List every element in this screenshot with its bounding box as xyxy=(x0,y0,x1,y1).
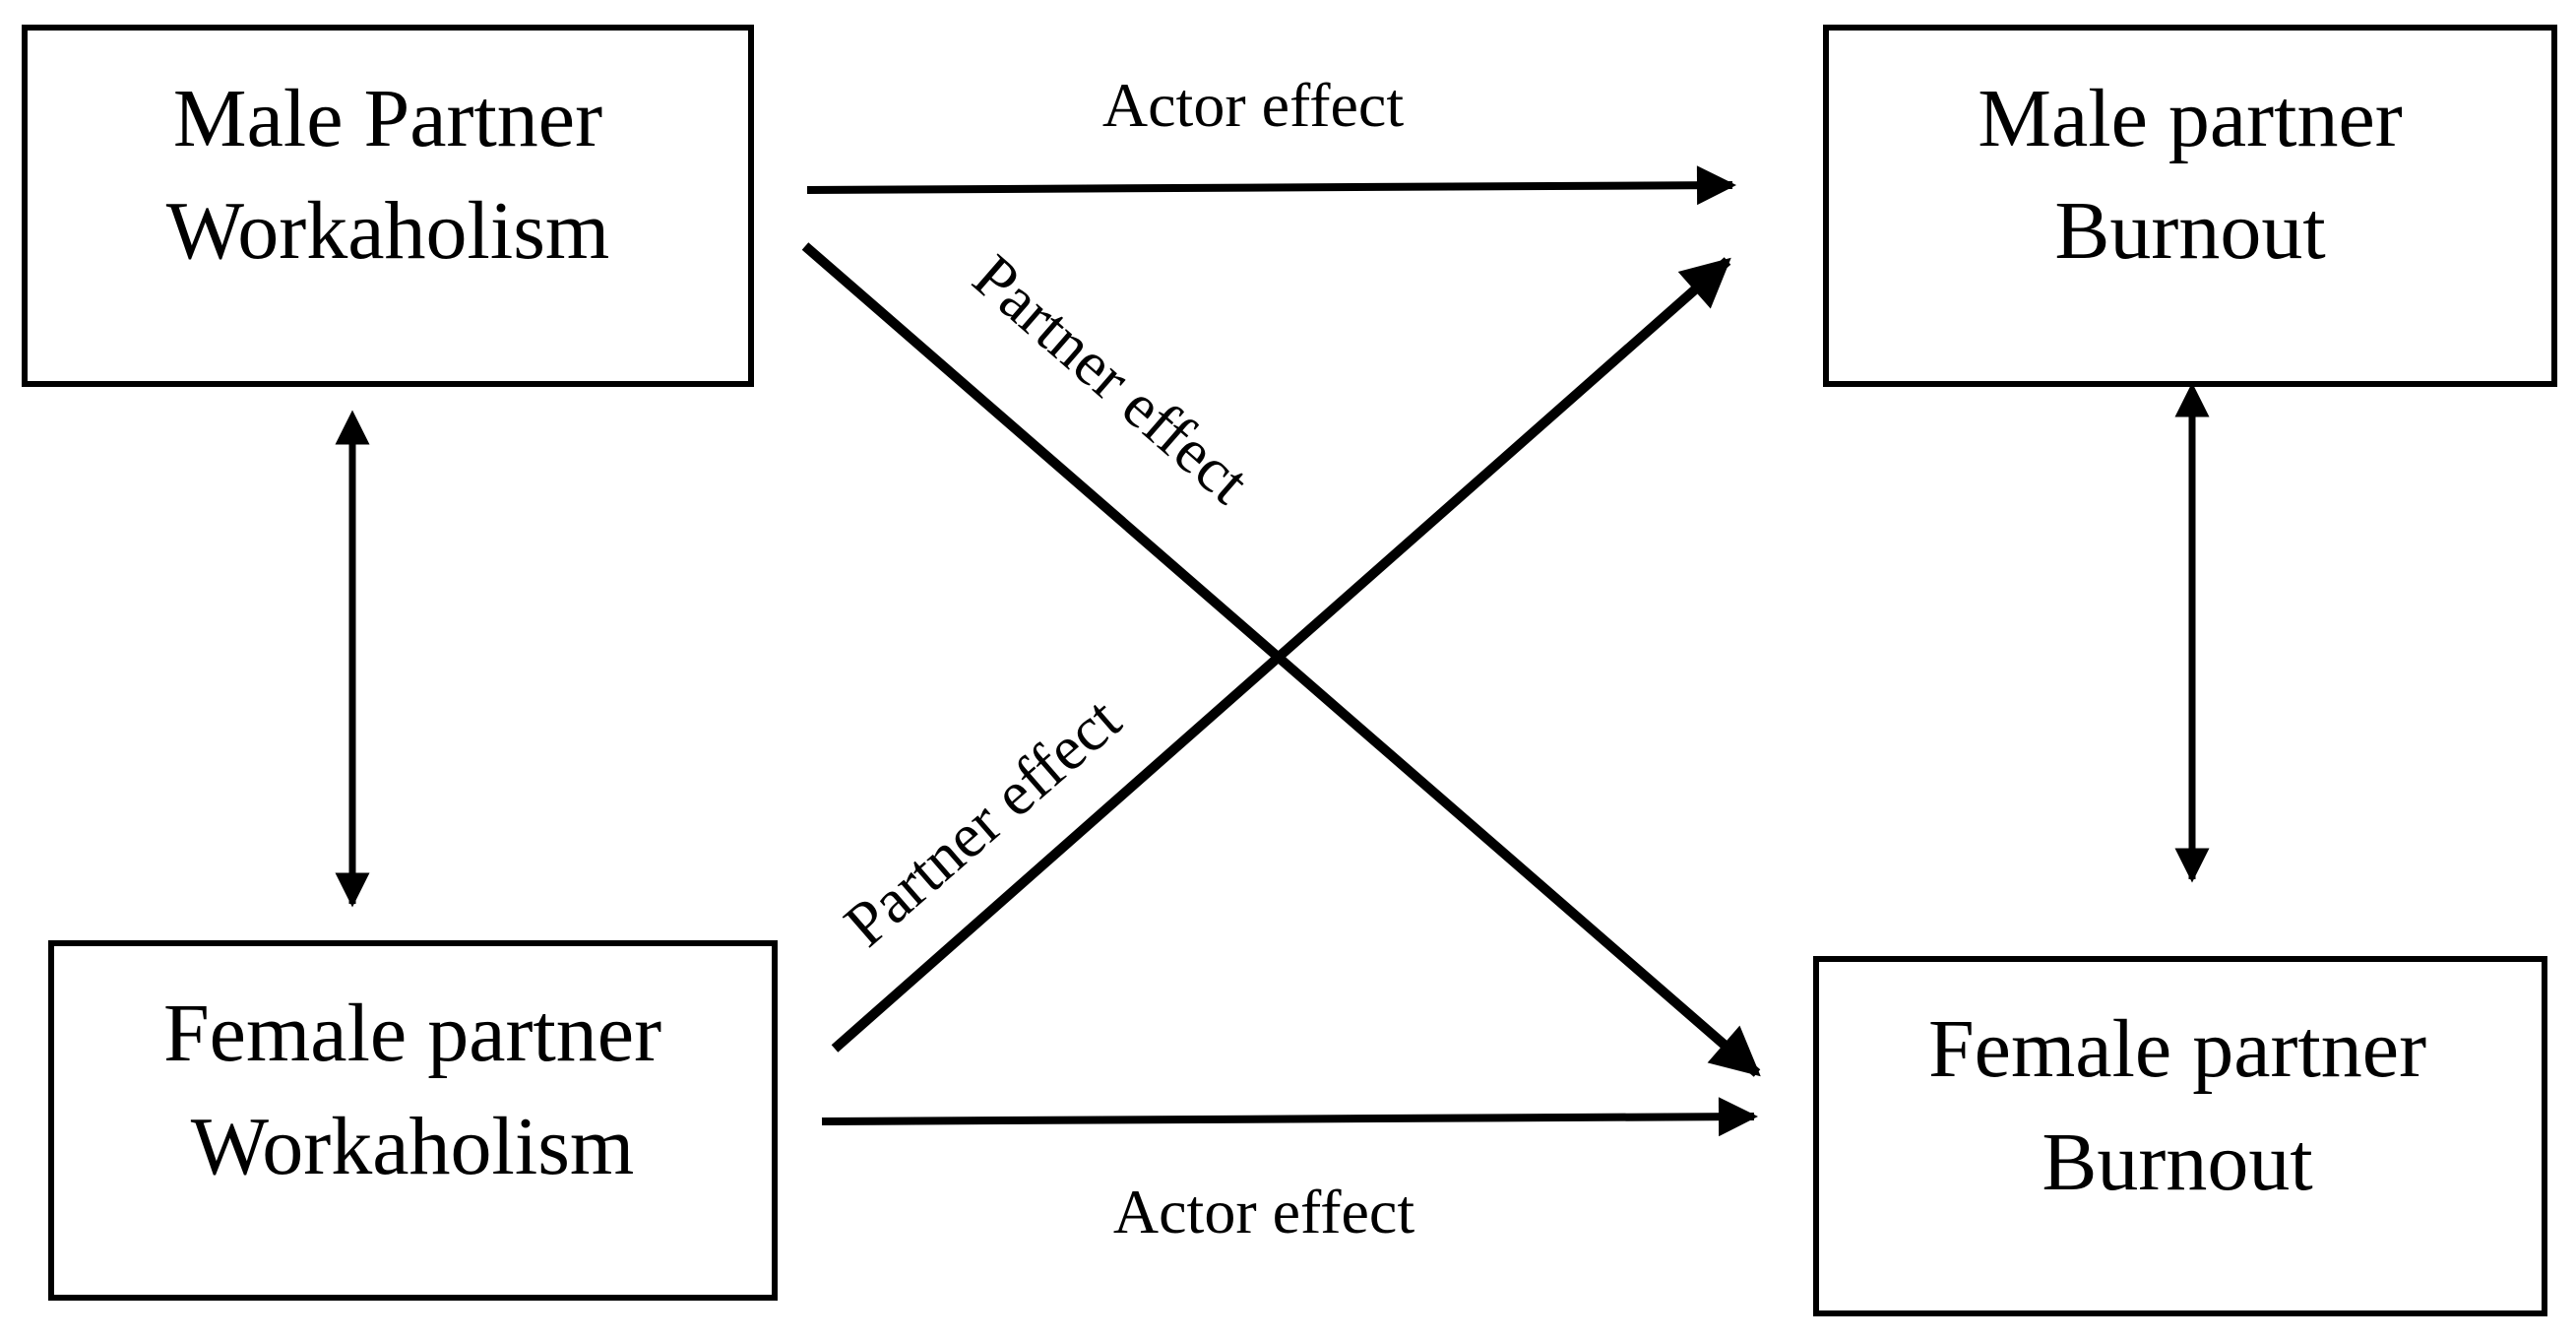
node-male-burnout: Male partner Burnout xyxy=(1823,25,2557,387)
node-female-workaholism: Female partner Workaholism xyxy=(48,940,778,1301)
arrow-actor-bottom xyxy=(821,1097,1758,1137)
node-label-line2: Workaholism xyxy=(166,185,610,277)
node-label-line1: Female partner xyxy=(163,988,661,1079)
node-label-line1: Male Partner xyxy=(173,73,602,164)
node-label-line1: Female partner xyxy=(1928,1003,2426,1095)
arrow-partner-up xyxy=(831,257,1731,1053)
label-partner-down: Partner effect xyxy=(961,241,1263,517)
arrow-actor-top xyxy=(806,165,1736,206)
node-box xyxy=(48,940,778,1301)
label-actor-top: Actor effect xyxy=(1102,70,1404,140)
node-label-line1: Male partner xyxy=(1978,73,2402,164)
node-label-line2: Burnout xyxy=(2042,1117,2312,1208)
node-male-workaholism: Male Partner Workaholism xyxy=(22,25,754,387)
node-box xyxy=(1813,956,2547,1316)
node-label-line2: Workaholism xyxy=(191,1101,635,1192)
node-female-burnout: Female partner Burnout xyxy=(1813,956,2547,1316)
node-box xyxy=(1823,25,2557,387)
node-label-line2: Burnout xyxy=(2054,185,2325,277)
node-box xyxy=(22,25,754,387)
label-actor-bottom: Actor effect xyxy=(1113,1177,1414,1246)
